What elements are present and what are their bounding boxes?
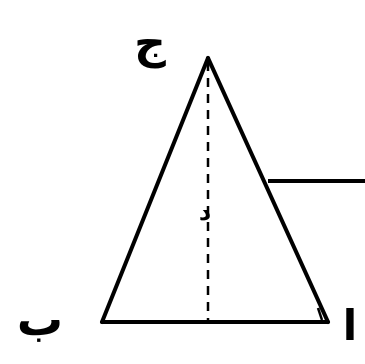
label-apex: ج	[134, 18, 166, 69]
label-base-right: ا	[343, 301, 357, 350]
triangle-side-left	[100, 56, 210, 324]
label-base-left: ب	[17, 292, 63, 346]
triangle-side-right	[206, 56, 330, 324]
label-foot: د	[199, 198, 211, 226]
vertex-tick-right	[316, 307, 324, 321]
